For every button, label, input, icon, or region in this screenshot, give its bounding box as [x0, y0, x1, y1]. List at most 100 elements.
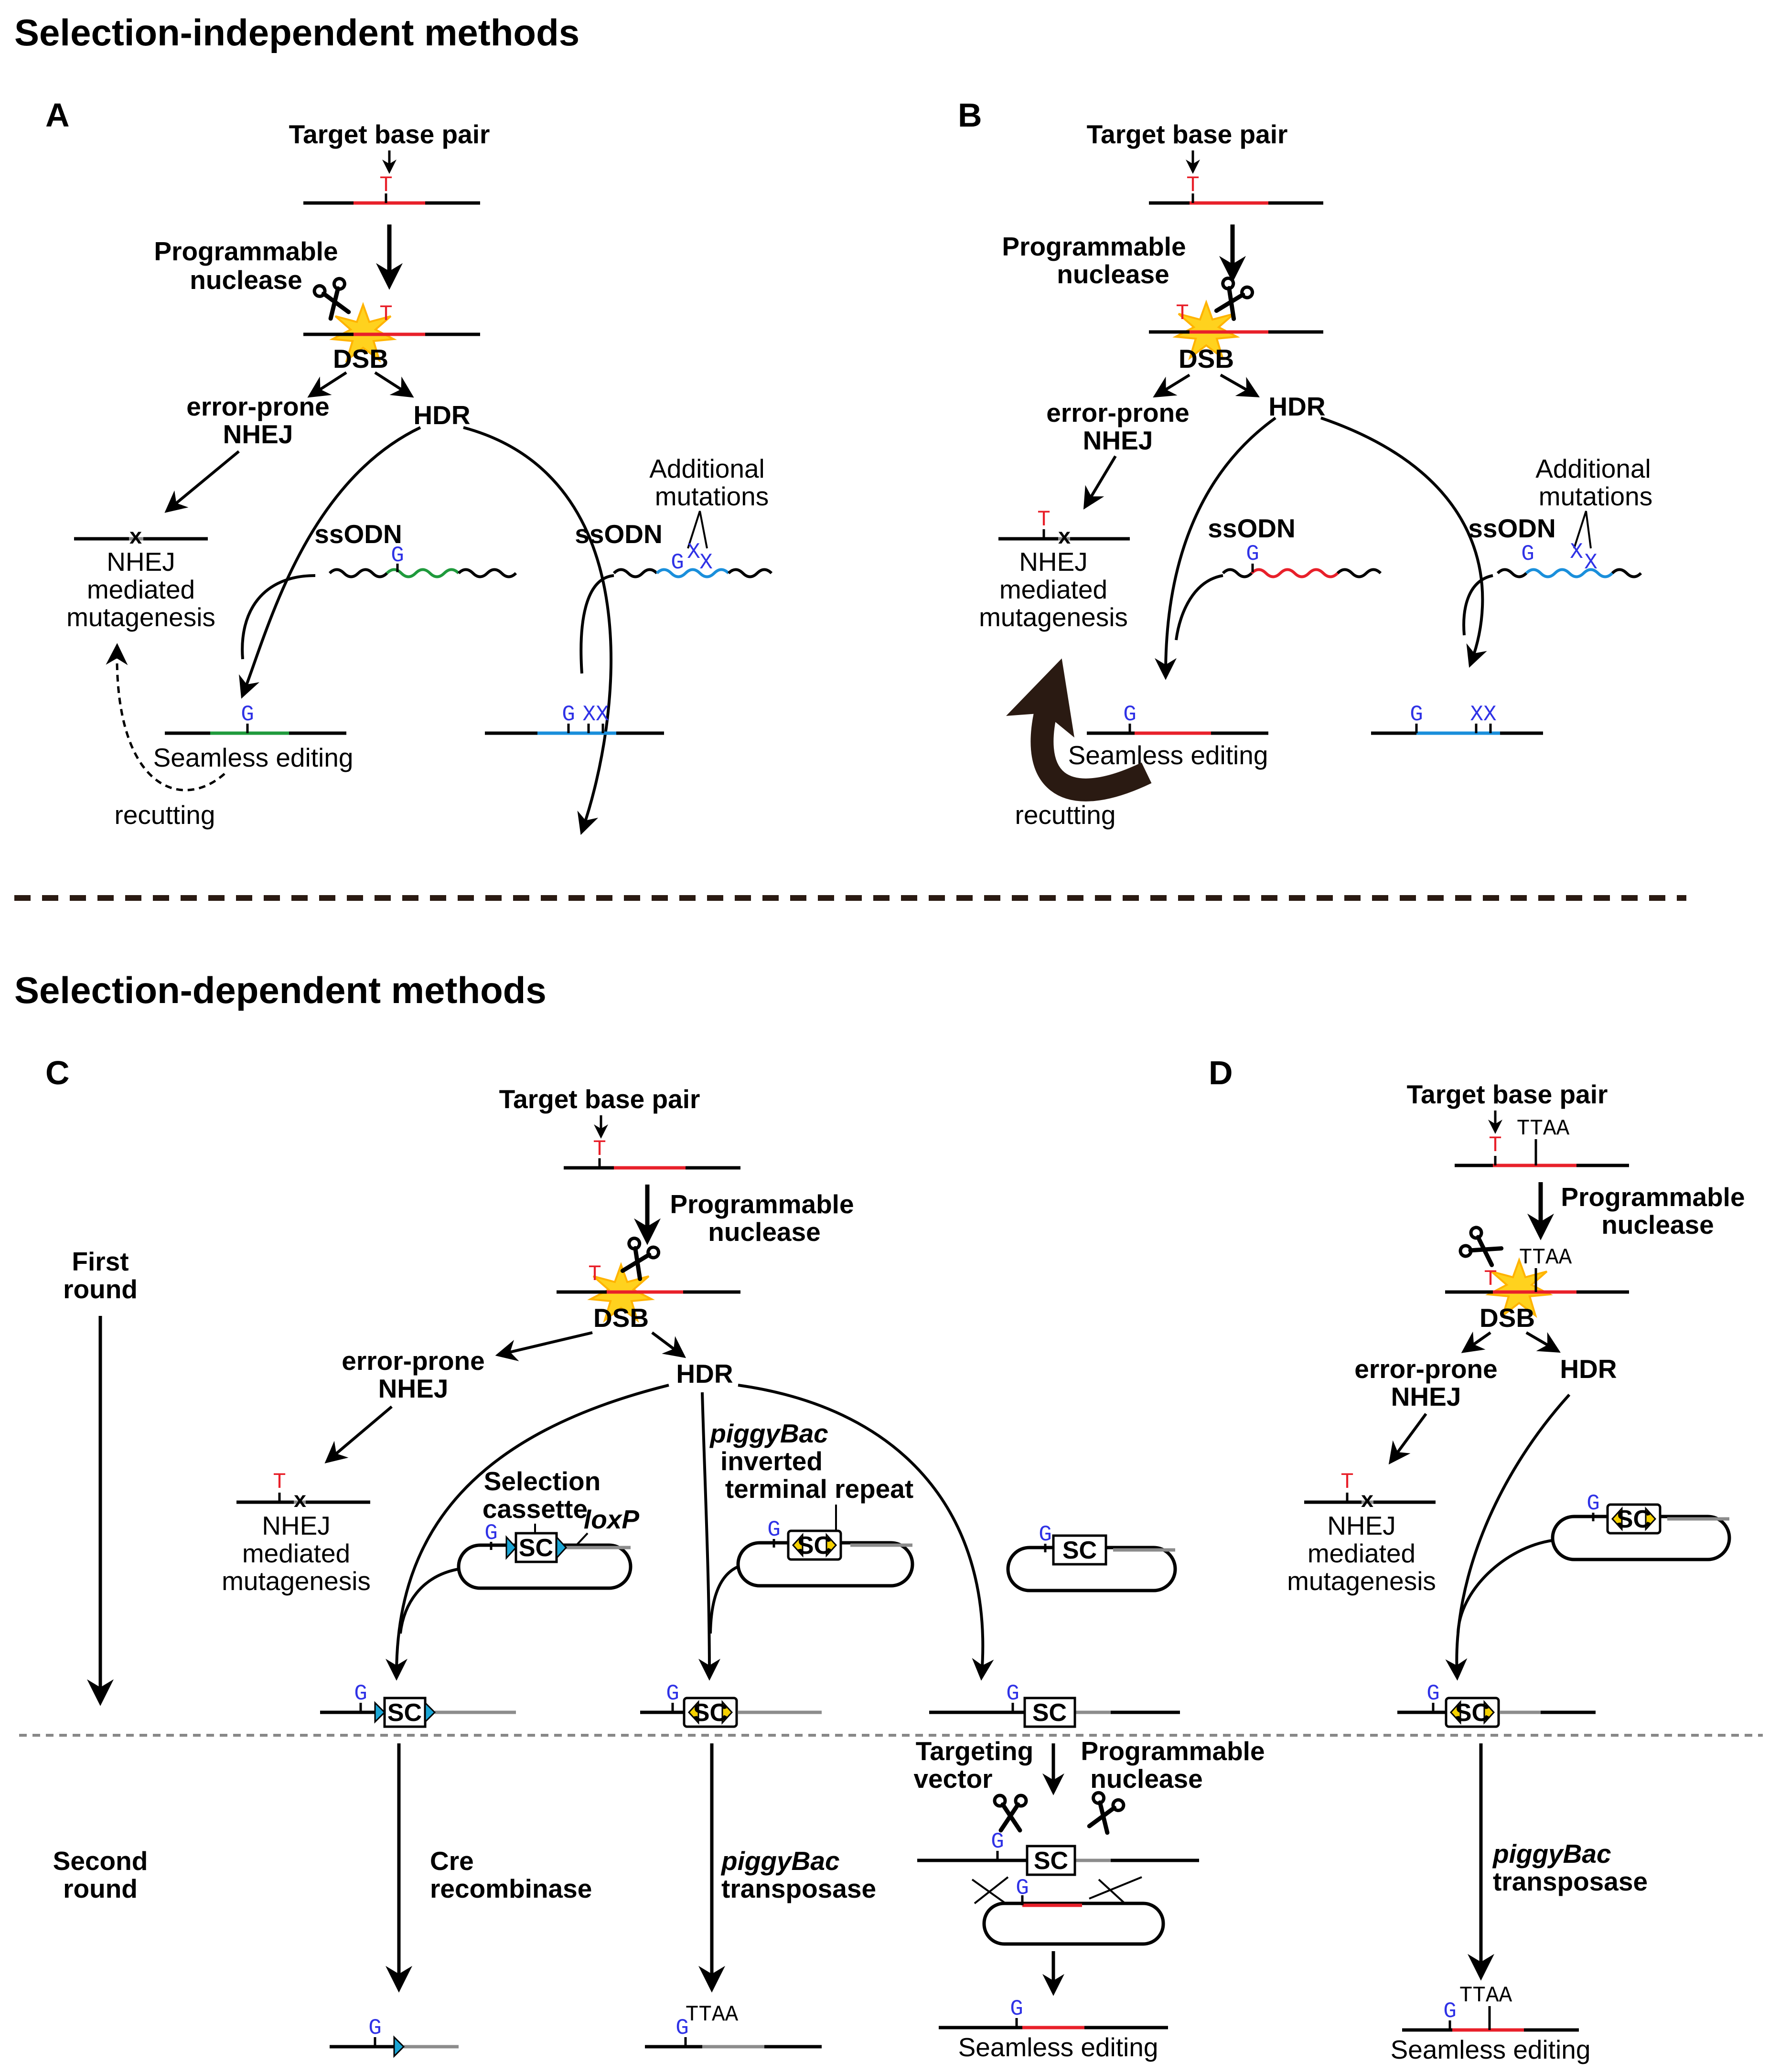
- hdr-label: HDR: [413, 400, 470, 430]
- selection-cassette-sc: SC: [1617, 1506, 1651, 1533]
- arrow-to-nhej-result: [324, 1405, 393, 1463]
- dna-nhej-result: x: [74, 525, 208, 550]
- hdr-label: HDR: [1268, 392, 1325, 421]
- inverted-label-2: terminal repeat: [725, 1474, 913, 1504]
- arrow-to-hdr: [1525, 1331, 1561, 1353]
- plasmid-pb-d: G SC: [1551, 1491, 1731, 1561]
- ssodn-join-left: [1175, 574, 1223, 641]
- loxp-site-icon: [424, 1701, 436, 1724]
- arrow-to-nhej-result: [164, 450, 240, 513]
- nhej-mark: x: [1361, 1489, 1374, 1514]
- dna-seamless-c: G: [939, 1997, 1168, 2029]
- error-prone-label: error-prone: [1046, 398, 1190, 427]
- recutting-label: recutting: [1015, 800, 1116, 830]
- selection-cassette-sc: SC: [387, 1699, 422, 1727]
- seamless-label: Seamless editing: [958, 2032, 1158, 2062]
- targeting-label-2: vector: [913, 1764, 992, 1794]
- additional-label-1: Additional: [1535, 454, 1651, 483]
- mutation-pointer: [687, 511, 708, 549]
- dsb-label: DSB: [1179, 344, 1234, 374]
- nhej-result-line1: NHEJ: [107, 547, 175, 577]
- target-base-t: T: [1037, 507, 1051, 532]
- panel-b: B Target base pair T Programmable nuclea…: [958, 96, 1652, 830]
- selection-cassette-sc: SC: [693, 1699, 728, 1727]
- edit-base-g: G: [241, 702, 254, 727]
- selection-cassette-sc: SC: [519, 1534, 553, 1562]
- loxp-site-icon: [374, 1701, 386, 1724]
- target-base-t: T: [1176, 301, 1189, 326]
- recutting-thick-arrow: [1006, 658, 1152, 801]
- target-base-pair-label: Target base pair: [1407, 1079, 1608, 1109]
- nhej-result-line3: mutagenesis: [979, 602, 1128, 632]
- loxp-site-icon: [393, 2035, 405, 2058]
- plasmid-lox: G SC: [457, 1521, 633, 1590]
- nhej-result-line3: mutagenesis: [66, 602, 215, 632]
- product-pb-d: G SC: [1397, 1681, 1596, 1728]
- nhej-label: NHEJ: [1391, 1382, 1461, 1411]
- dsb-label: DSB: [593, 1303, 649, 1333]
- programmable-label: Programmable: [1081, 1736, 1265, 1766]
- programmable-label: Programmable: [154, 236, 338, 266]
- arrow-to-hdr: [374, 371, 414, 398]
- ssodn-green: G: [328, 543, 517, 578]
- error-prone-label: error-prone: [1354, 1354, 1498, 1384]
- dna-nhej-result: T x: [998, 507, 1130, 550]
- edit-base-g: G: [1010, 1997, 1023, 2021]
- scissors-icon: [1458, 1226, 1504, 1271]
- scissors-icon: [995, 1795, 1026, 1830]
- edit-base-g: G: [1410, 702, 1423, 727]
- edit-base-g: G: [368, 2016, 382, 2040]
- nhej-result-line2: mediated: [87, 575, 195, 604]
- mutation-xx: XX: [1470, 702, 1496, 727]
- nuclease-label: nuclease: [1090, 1764, 1202, 1794]
- hdr-arc-middle: [698, 1392, 720, 1681]
- ssodn-join-left: [241, 574, 316, 660]
- programmable-label: Programmable: [1561, 1182, 1745, 1212]
- nhej-label: NHEJ: [223, 419, 293, 449]
- dna-seamless-b: G: [1087, 702, 1268, 735]
- hdr-arc-left: [1155, 417, 1276, 680]
- dna-mutations-b: G XX: [1371, 702, 1543, 735]
- seamless-label: Seamless editing: [1068, 740, 1268, 770]
- edit-base-g: G: [1521, 542, 1534, 566]
- edit-base-g: G: [1123, 702, 1136, 727]
- edit-base-g: G: [1016, 1876, 1029, 1901]
- error-prone-label: error-prone: [342, 1346, 485, 1376]
- ttaa-site: TTAA: [1517, 1116, 1570, 1141]
- nuclease-label: nuclease: [1057, 259, 1169, 289]
- second-round-label-2: round: [63, 1874, 138, 1903]
- nhej-result-line1: NHEJ: [1327, 1511, 1396, 1540]
- heading-selection-independent: Selection-independent methods: [14, 11, 579, 53]
- inverted-label-1: inverted: [720, 1446, 823, 1476]
- nhej-result-line2: mediated: [999, 575, 1107, 604]
- nhej-mark: x: [129, 525, 142, 550]
- edit-base-g: G: [1426, 1681, 1440, 1706]
- target-base-t: T: [273, 1470, 286, 1495]
- edit-base-g: G: [354, 1681, 367, 1706]
- scissors-icon: [1083, 1791, 1125, 1835]
- edit-base-g: G: [666, 1681, 679, 1706]
- ssodn-label: ssODN: [1468, 513, 1555, 543]
- edit-base-g: G: [391, 543, 404, 568]
- edit-base-g: G: [1039, 1522, 1052, 1547]
- edit-base-g: G: [1587, 1491, 1600, 1516]
- edit-base-g: G: [671, 550, 684, 575]
- itr-icon: [826, 1533, 837, 1558]
- target-base-t: T: [593, 1137, 606, 1162]
- mutation-x: X: [687, 540, 700, 565]
- mutation-x: X: [699, 550, 713, 575]
- ssodn-join-right: [579, 574, 614, 674]
- dna-nhej-result: T x: [1304, 1470, 1436, 1514]
- arrow-to-hdr: [651, 1331, 686, 1358]
- ssodn-join-right: [1462, 574, 1493, 636]
- loxp-site-icon: [556, 1535, 568, 1560]
- edit-base-g: G: [1006, 1681, 1019, 1706]
- arrow-to-nhej: [495, 1331, 593, 1361]
- selection-cassette-sc: SC: [1455, 1699, 1490, 1727]
- crossover-right: [1089, 1876, 1142, 1907]
- dna-seamless-d: G: [1402, 1999, 1579, 2032]
- panel-label-a: A: [45, 96, 70, 134]
- targeting-label-1: Targeting: [916, 1736, 1033, 1766]
- panel-label-c: C: [45, 1054, 70, 1091]
- transposase-label: transposase: [721, 1874, 876, 1903]
